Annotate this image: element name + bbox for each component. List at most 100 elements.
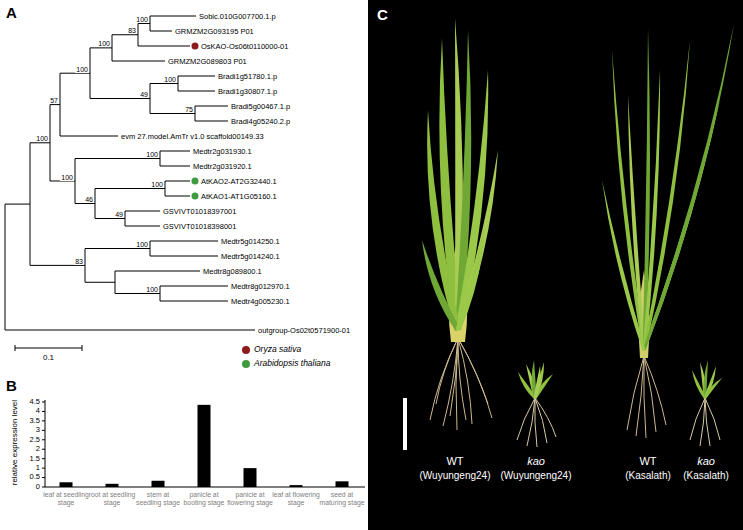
tree-branch — [165, 181, 190, 182]
y-tick — [42, 487, 45, 488]
leaf-label: OsKAO-Os06t0110000-01 — [201, 42, 288, 51]
plant-leaf — [422, 240, 460, 331]
bootstrap-value: 100 — [145, 151, 159, 158]
tree-branch — [115, 271, 200, 272]
tree-branch — [150, 113, 195, 114]
species-dot — [192, 193, 199, 200]
tree-branch — [60, 73, 90, 74]
tree-branch — [150, 256, 218, 257]
tree-branch — [30, 265, 85, 266]
cultivar-label: (Wuyungeng24) — [501, 470, 572, 482]
y-tick — [42, 402, 45, 403]
bootstrap-value: 100 — [135, 16, 149, 23]
plant-leaf — [643, 40, 690, 350]
bootstrap-value: 100 — [150, 181, 164, 188]
plant-label: kao — [697, 455, 715, 468]
plant-root — [644, 356, 666, 425]
bootstrap-value: 46 — [84, 196, 94, 203]
bootstrap-value: 49 — [139, 91, 149, 98]
tree-branch — [125, 211, 160, 212]
expression-bar — [336, 481, 349, 487]
expression-bar — [106, 484, 119, 487]
leaf-label: Medtr8g089800.1 — [203, 267, 262, 276]
category-label: stem at seedling stage — [134, 491, 182, 507]
tick-label: 4 — [36, 407, 40, 415]
legend-text: Arabidopsis thaliana — [254, 359, 331, 369]
bootstrap-value: 100 — [163, 76, 177, 83]
tree-branch — [125, 226, 160, 227]
tree-branch — [85, 248, 150, 249]
plant-root — [527, 398, 535, 446]
plant-root — [644, 356, 656, 432]
tree-branch — [50, 181, 75, 182]
y-tick — [42, 420, 45, 421]
tree-branch — [195, 121, 228, 122]
tree-branch — [95, 218, 125, 219]
cultivar-label: (Wuyungeng24) — [420, 470, 491, 482]
tree-scale-tick — [15, 345, 16, 351]
tree-branch — [90, 98, 150, 99]
category-label: seed at maturing stage — [318, 491, 366, 507]
tree-branch — [160, 151, 190, 152]
y-tick — [42, 430, 45, 431]
tree-scale-tick — [82, 345, 83, 351]
tree-branch — [30, 142, 50, 143]
tree-branch — [5, 204, 30, 205]
leaf-label: Medtr8g012970.1 — [231, 282, 290, 291]
leaf-label: Medtr2g031930.1 — [193, 147, 252, 156]
plant-root — [436, 338, 458, 404]
category-label: leaf at flowering stage — [272, 491, 320, 507]
legend-swatch — [242, 360, 250, 368]
tick-label: 2 — [36, 445, 40, 453]
leaf-label: GRMZM2G089803 P01 — [168, 57, 247, 66]
y-tick — [42, 439, 45, 440]
leaf-label: evm 27.model.AmTr v1.0 scaffold00149.33 — [121, 132, 264, 141]
tree-branch — [115, 293, 160, 294]
tree-branch — [50, 104, 60, 105]
plant-leaf — [643, 24, 734, 350]
panel-letter: C — [377, 6, 388, 23]
leaf-label: outgroup-Os02t0571900-01 — [258, 326, 350, 335]
tick-label: 3 — [36, 426, 40, 434]
plant-leaf — [456, 225, 485, 331]
plant-root — [458, 338, 488, 404]
plant-root — [430, 338, 458, 420]
expression-bar — [198, 405, 211, 487]
y-tick — [42, 449, 45, 450]
tree-branch — [112, 34, 138, 35]
panel-letter: B — [6, 377, 17, 394]
tick-label: 0 — [36, 483, 40, 491]
plant-root — [535, 398, 537, 447]
leaf-label: Medtr2g031920.1 — [193, 162, 252, 171]
photo-background — [368, 0, 743, 530]
y-tick — [42, 411, 45, 412]
tree-branch — [95, 188, 165, 189]
bootstrap-value: 57 — [49, 97, 59, 104]
plant-leaf — [602, 180, 645, 350]
plant-leaf — [534, 366, 541, 398]
bootstrap-value: 100 — [60, 174, 74, 181]
tree-branch — [85, 282, 115, 283]
tree-branch — [150, 31, 172, 32]
leaf-label: GRMZM2G093195 P01 — [175, 27, 254, 36]
tick-label: 1 — [36, 464, 40, 472]
tree-branch — [178, 91, 215, 92]
plant-root — [705, 398, 720, 440]
tree-branch — [75, 203, 95, 204]
bootstrap-value: 100 — [135, 241, 149, 248]
tick-label: 3.5 — [30, 417, 40, 425]
species-dot — [192, 178, 199, 185]
expression-bar — [244, 468, 257, 487]
leaf-label: GSVIVT01018397001 — [163, 207, 236, 216]
y-tick — [42, 458, 45, 459]
tree-branch — [5, 204, 6, 330]
bootstrap-value: 75 — [184, 106, 194, 113]
y-axis — [45, 400, 46, 487]
cultivar-label: (Kasalath) — [625, 470, 671, 482]
tree-branch — [138, 46, 190, 47]
plant-leaf — [455, 70, 488, 330]
category-label: leaf at seedling stage — [42, 491, 90, 507]
expression-bar — [152, 481, 165, 487]
tick-label: 0.5 — [30, 473, 40, 481]
leaf-label: Bradi5g00467.1.p — [231, 102, 290, 111]
